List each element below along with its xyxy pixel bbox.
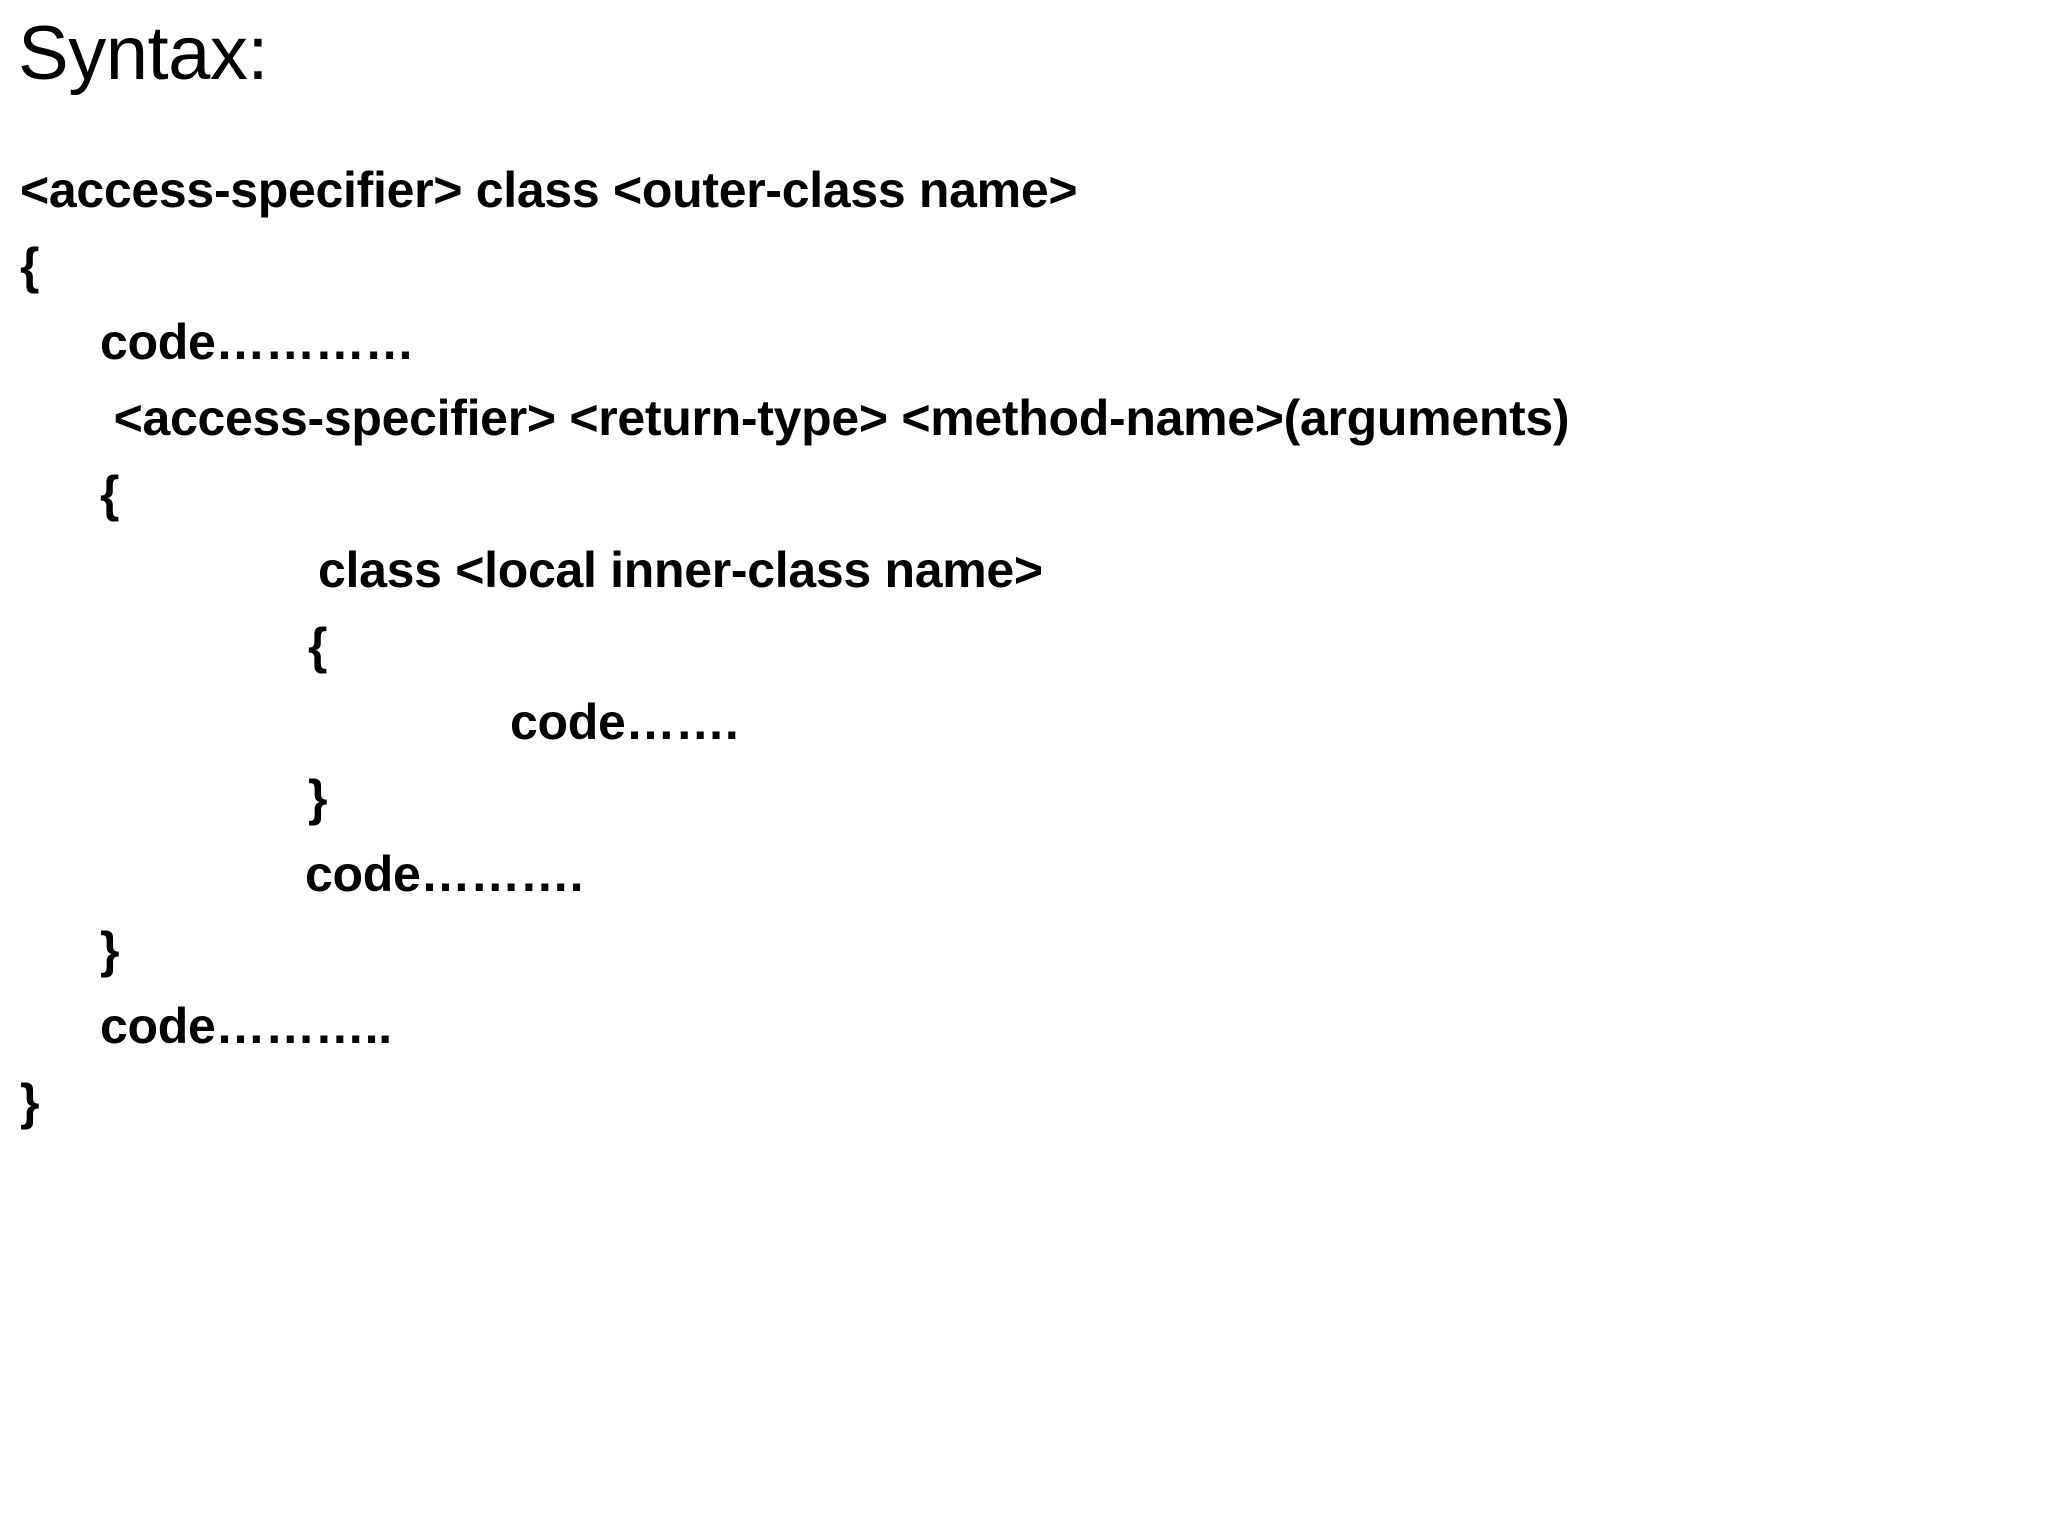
code-line-outer-trailing-code-placeholder: code………..	[100, 998, 392, 1054]
code-line-outer-code-placeholder: code…………	[100, 314, 415, 370]
code-line-method-code-placeholder: code……….	[305, 846, 584, 902]
code-line-method-close-brace: }	[100, 922, 120, 978]
code-line-inner-code-placeholder: code…….	[510, 694, 739, 750]
code-line-outer-class-declaration: <access-specifier> class <outer-class na…	[20, 162, 1078, 218]
code-line-outer-close-brace: }	[20, 1074, 40, 1130]
code-line-method-open-brace: {	[100, 466, 120, 522]
code-line-inner-close-brace: }	[308, 770, 328, 826]
syntax-code-block: <access-specifier> class <outer-class na…	[0, 152, 2048, 1140]
page-title: Syntax:	[18, 11, 268, 96]
code-line-inner-open-brace: {	[308, 618, 328, 674]
code-line-inner-class-declaration: class <local inner-class name>	[318, 542, 1043, 598]
code-line-outer-open-brace: {	[20, 238, 40, 294]
code-line-method-signature: <access-specifier> <return-type> <method…	[100, 390, 1570, 446]
